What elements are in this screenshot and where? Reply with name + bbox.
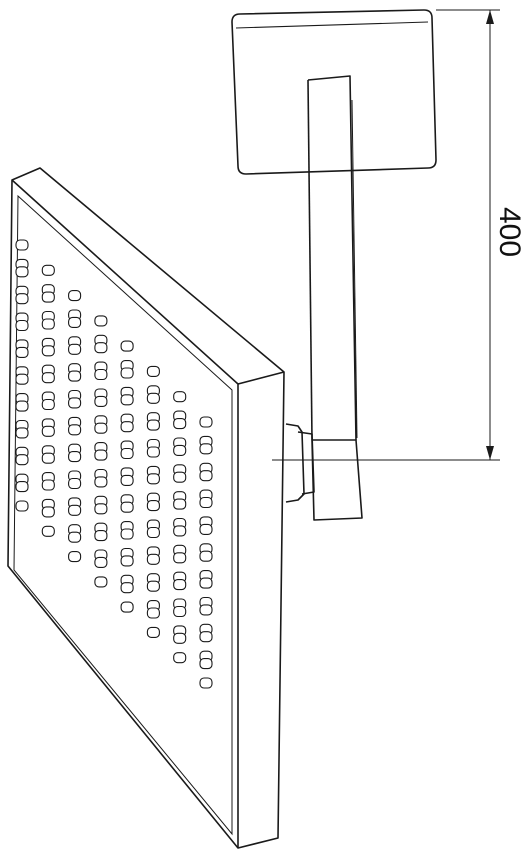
nozzle-hole	[68, 504, 82, 516]
nozzle-hole	[120, 367, 134, 379]
swivel-joint	[285, 423, 315, 503]
nozzle-grid	[15, 239, 213, 689]
nozzle-hole	[120, 340, 134, 352]
nozzle-hole	[68, 290, 82, 302]
nozzle-hole	[120, 582, 134, 594]
nozzle-hole	[146, 626, 160, 638]
nozzle-hole	[15, 319, 29, 332]
nozzle-hole	[94, 530, 108, 542]
nozzle-hole	[120, 528, 134, 540]
nozzle-hole	[173, 471, 187, 483]
wall-plate	[231, 9, 437, 175]
nozzle-hole	[199, 631, 213, 643]
nozzle-hole	[173, 418, 187, 430]
nozzle-hole	[68, 551, 82, 563]
nozzle-hole	[41, 264, 55, 276]
shower-arm	[307, 75, 363, 521]
nozzle-hole	[15, 346, 29, 358]
nozzle-hole	[199, 470, 213, 482]
nozzle-hole	[199, 550, 213, 562]
nozzle-hole	[68, 316, 82, 328]
nozzle-hole	[120, 421, 134, 433]
nozzle-hole	[15, 500, 29, 512]
nozzle-hole	[120, 447, 134, 460]
nozzle-hole	[15, 373, 29, 385]
nozzle-hole	[120, 555, 134, 567]
nozzle-hole	[41, 372, 55, 384]
nozzle-hole	[94, 422, 108, 434]
dimension-label: 400	[493, 207, 526, 257]
nozzle-hole	[173, 498, 187, 510]
nozzle-hole	[146, 500, 160, 512]
nozzle-hole	[15, 239, 29, 251]
nozzle-hole	[68, 477, 82, 490]
nozzle-hole	[94, 503, 108, 515]
nozzle-hole	[68, 531, 82, 543]
nozzle-hole	[41, 452, 55, 464]
nozzle-hole	[173, 552, 187, 564]
nozzle-hole	[173, 525, 187, 537]
nozzle-hole	[94, 449, 108, 461]
nozzle-hole	[41, 398, 55, 411]
nozzle-hole	[173, 605, 187, 618]
nozzle-hole	[41, 506, 55, 518]
nozzle-hole	[41, 345, 55, 357]
nozzle-hole	[146, 526, 160, 539]
nozzle-hole	[146, 580, 160, 592]
nozzle-hole	[146, 365, 160, 377]
nozzle-hole	[68, 451, 82, 463]
nozzle-hole	[173, 652, 187, 664]
nozzle-hole	[41, 425, 55, 437]
nozzle-hole	[94, 368, 108, 381]
nozzle-hole	[41, 525, 55, 537]
nozzle-hole	[41, 318, 55, 330]
nozzle-hole	[199, 604, 213, 616]
nozzle-hole	[199, 523, 213, 535]
nozzle-hole	[146, 446, 160, 458]
nozzle-hole	[15, 427, 29, 439]
nozzle-hole	[199, 577, 213, 589]
nozzle-hole	[68, 424, 82, 436]
nozzle-hole	[199, 658, 213, 670]
nozzle-hole	[173, 632, 187, 644]
nozzle-hole	[94, 576, 108, 588]
nozzle-hole	[199, 443, 213, 455]
nozzle-hole	[94, 395, 108, 407]
nozzle-hole	[94, 556, 108, 568]
nozzle-hole	[173, 391, 187, 403]
nozzle-hole	[120, 601, 134, 613]
nozzle-hole	[41, 291, 55, 303]
nozzle-hole	[120, 394, 134, 406]
nozzle-hole	[94, 342, 108, 354]
nozzle-hole	[146, 392, 160, 404]
nozzle-hole	[199, 416, 213, 428]
nozzle-hole	[15, 293, 29, 305]
nozzle-hole	[146, 473, 160, 485]
height-dimension: 400	[272, 9, 526, 461]
nozzle-hole	[120, 501, 134, 513]
nozzle-hole	[199, 677, 213, 689]
nozzle-hole	[15, 400, 29, 412]
shower-head	[7, 167, 285, 849]
nozzle-hole	[146, 553, 160, 565]
nozzle-hole	[68, 397, 82, 409]
nozzle-hole	[94, 476, 108, 488]
nozzle-hole	[146, 607, 160, 619]
nozzle-hole	[173, 444, 187, 456]
nozzle-hole	[15, 481, 29, 493]
nozzle-hole	[146, 419, 160, 431]
nozzle-hole	[15, 454, 29, 466]
nozzle-hole	[68, 343, 82, 355]
nozzle-hole	[94, 315, 108, 327]
nozzle-hole	[173, 579, 187, 591]
nozzle-hole	[41, 479, 55, 491]
nozzle-hole	[68, 370, 82, 382]
nozzle-hole	[15, 266, 29, 278]
nozzle-hole	[120, 474, 134, 486]
nozzle-hole	[199, 496, 213, 509]
